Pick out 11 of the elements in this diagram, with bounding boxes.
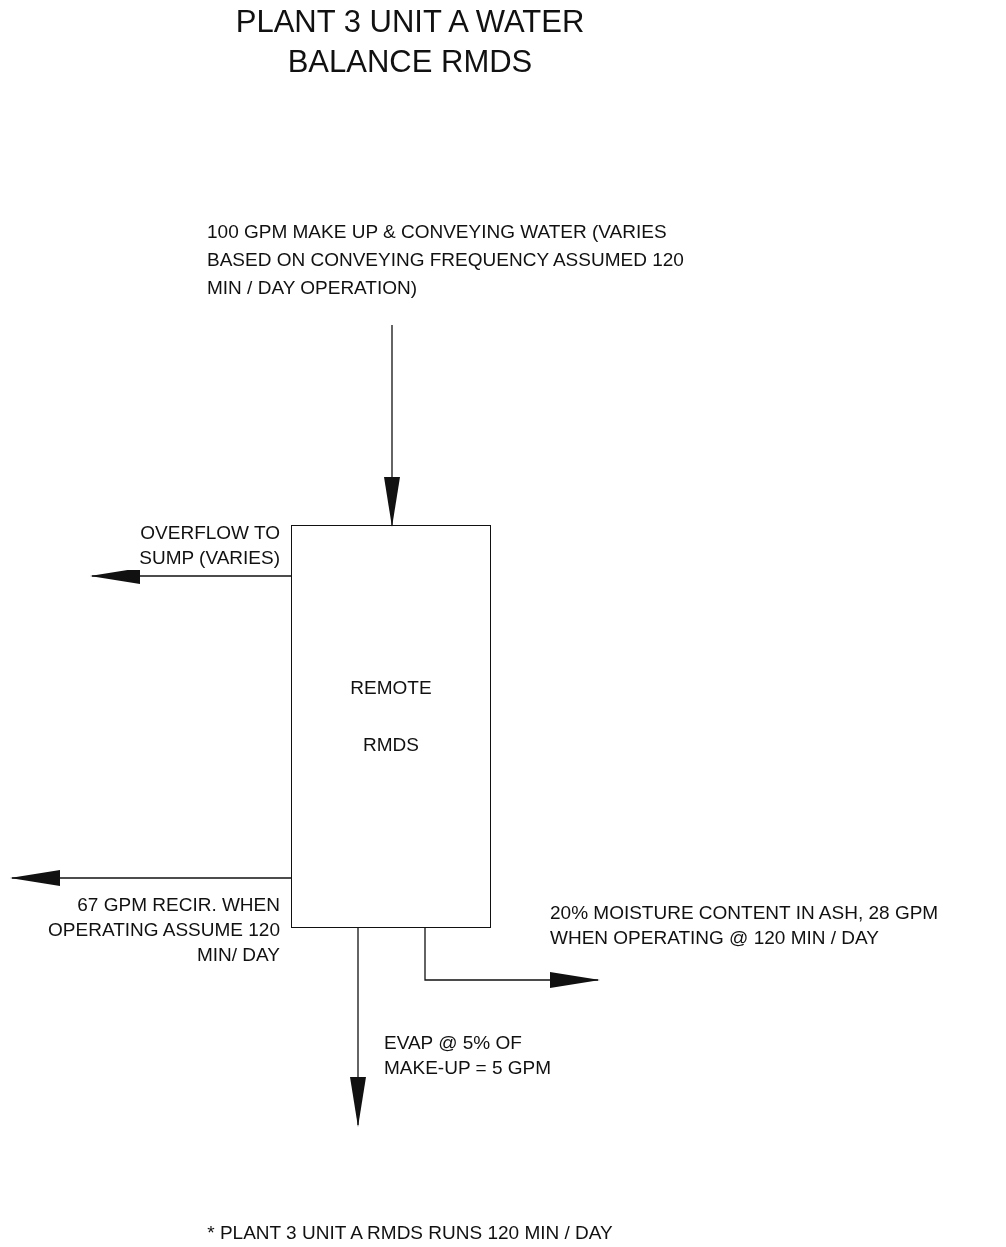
diagram-title: PLANT 3 UNIT A WATER BALANCE RMDS [234, 3, 586, 81]
box-label: RMDS [362, 733, 420, 757]
arrow [350, 927, 366, 1127]
caption: * PLANT 3 UNIT A RMDS RUNS 120 MIN / DAY [206, 1222, 614, 1244]
flow-note: 100 GPM MAKE UP & CONVEYING WATER (VARIES BASED ON CONVEYING FREQUENCY ASSUMED 120 MIN / DAY OPERATION) [207, 218, 697, 302]
box-label: REMOTE [349, 676, 433, 700]
arrow [424, 927, 600, 988]
arrow [10, 870, 292, 886]
arrow [384, 324, 400, 527]
arrow [90, 568, 292, 584]
process-box [291, 525, 491, 928]
